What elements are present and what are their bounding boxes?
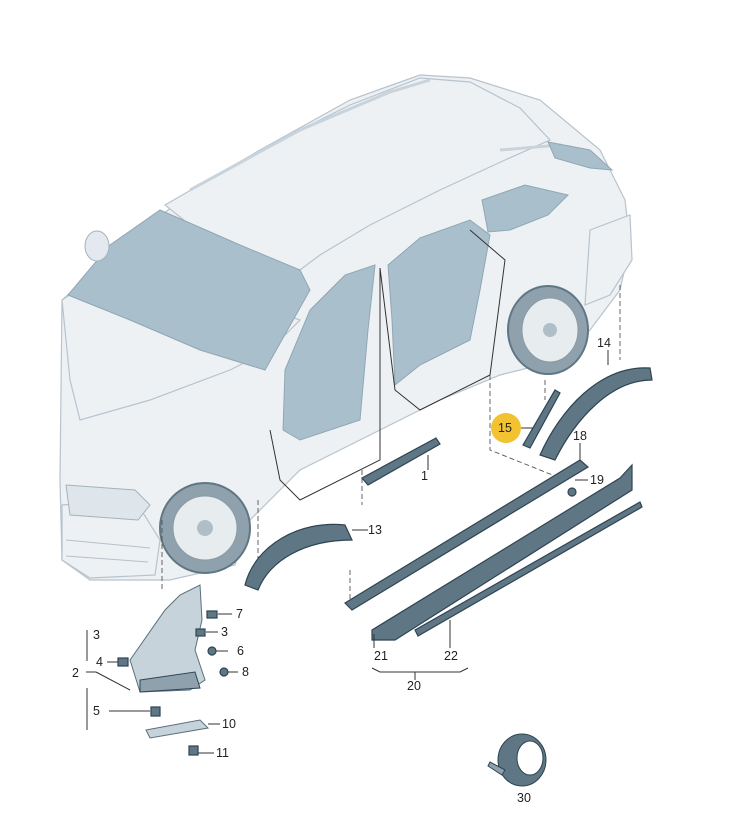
label-3a: 3 — [93, 628, 100, 642]
label-11: 11 — [216, 746, 229, 760]
label-3b: 3 — [221, 625, 228, 639]
part-15-trim — [522, 389, 561, 449]
label-2: 2 — [72, 666, 79, 680]
label-6: 6 — [237, 644, 244, 658]
part-13-wheel-arch — [244, 523, 353, 591]
label-22: 22 — [444, 649, 458, 663]
highlight-badge — [491, 413, 521, 443]
label-13: 13 — [368, 523, 382, 537]
label-20: 20 — [407, 679, 421, 693]
label-5: 5 — [93, 704, 100, 718]
label-7: 7 — [236, 607, 243, 621]
label-15: 15 — [498, 421, 512, 435]
label-30: 30 — [517, 791, 531, 805]
part-14-wheel-arch — [539, 367, 653, 461]
label-18: 18 — [573, 429, 587, 443]
part-22-strip — [414, 501, 643, 637]
part-19-clip — [567, 487, 577, 497]
label-21: 21 — [374, 649, 388, 663]
leader-lines — [86, 350, 609, 754]
label-10: 10 — [222, 717, 236, 731]
car-body — [59, 74, 633, 581]
label-4: 4 — [96, 655, 103, 669]
callout-labels: 1 13 14 15 18 19 21 22 20 7 3 3 4 2 6 8 … — [72, 336, 611, 805]
label-19: 19 — [590, 473, 604, 487]
label-1: 1 — [421, 469, 428, 483]
fasteners — [117, 610, 229, 756]
part-21-sill-panel — [371, 463, 633, 641]
label-14: 14 — [597, 336, 611, 350]
part-18-rail — [344, 459, 590, 611]
reference-lines — [161, 285, 621, 610]
part-1-sill-strip — [361, 437, 441, 486]
label-8: 8 — [242, 665, 249, 679]
part-30-tape-roll — [487, 733, 547, 787]
